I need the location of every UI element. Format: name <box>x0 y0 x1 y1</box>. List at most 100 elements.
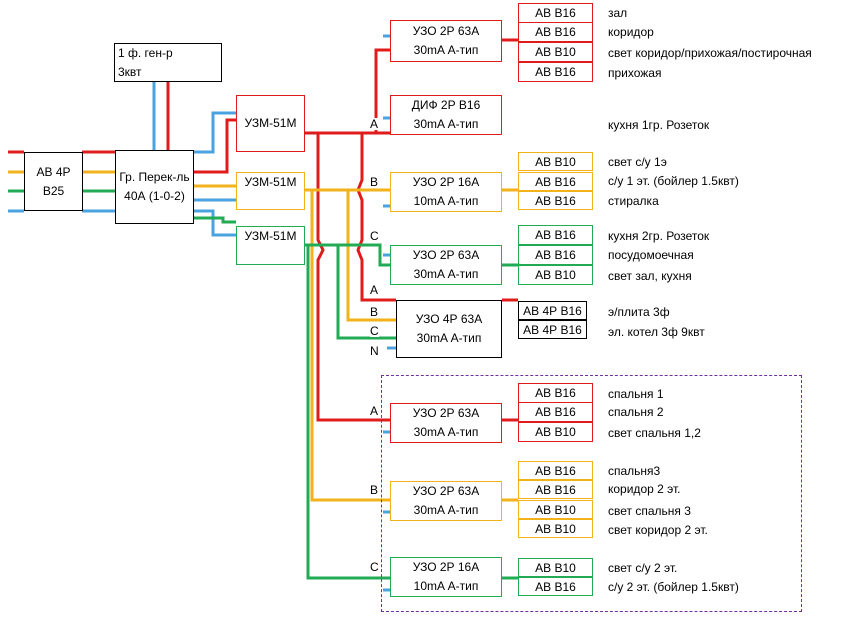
rcd-d5-4pole: УЗО 4Р 63А 30mA А-тип <box>396 300 502 358</box>
rcd-d6-line2: 30mA А-тип <box>413 425 479 439</box>
rcd-d7-line2: 30mA А-тип <box>413 503 479 517</box>
breaker-g5-2: АВ 4Р В16 <box>518 320 587 339</box>
breaker-g7-4: АВ В10 <box>518 519 593 538</box>
generator-line2: 3квт <box>118 64 142 79</box>
breaker-g6-2: АВ В16 <box>518 402 593 422</box>
voltage-relay-top-label: УЗМ-51М <box>244 116 297 130</box>
circuit-label-g3-1: свет с/у 1э <box>608 155 667 169</box>
breaker-g5-1: АВ 4Р В16 <box>518 301 587 320</box>
phase-letter-b3: B <box>370 483 379 497</box>
rcd-d6-line1: УЗО 2Р 63А <box>412 406 480 420</box>
input-breaker-line1: АВ 4Р <box>36 164 71 179</box>
breaker-g1-3: АВ В10 <box>518 42 593 62</box>
rcd-d4-line2: 30mA А-тип <box>413 267 479 281</box>
breaker-g1-2: АВ В16 <box>518 22 593 42</box>
circuit-label-g3-3: стиралка <box>608 194 659 208</box>
circuit-label-g7-4: свет коридор 2 эт. <box>608 523 708 537</box>
voltage-relay-top: УЗМ-51М <box>236 95 305 152</box>
circuit-label-g1-2: коридор <box>608 25 654 39</box>
breaker-g3-3: АВ В16 <box>518 191 593 210</box>
rcd-d4: УЗО 2Р 63А 30mA А-тип <box>390 245 502 285</box>
circuit-label-g2-1: кухня 1гр. Розеток <box>608 118 710 132</box>
rcd-d1-line2: 30mA А-тип <box>413 43 479 57</box>
breaker-g1-4: АВ В16 <box>518 62 593 82</box>
rcd-d3-line2: 10mA А-тип <box>413 194 479 208</box>
phase-letter-a3: A <box>370 404 379 418</box>
circuit-label-g3-2: с/у 1 эт. (бойлер 1.5квт) <box>608 174 739 188</box>
wire-sw-uzm1-n <box>193 111 236 154</box>
rcd-d1: УЗО 2Р 63А 30mA А-тип <box>390 20 502 62</box>
rcd-d7: УЗО 2Р 63А 30mA А-тип <box>390 481 502 521</box>
rcbo-d2-line2: 30mA А-тип <box>413 117 479 131</box>
phase-letter-b1: B <box>370 175 379 189</box>
circuit-label-g6-1: спальня 1 <box>608 387 664 401</box>
neutral-stubs <box>383 34 396 592</box>
rcd-d7-line1: УЗО 2Р 63А <box>412 484 480 498</box>
circuit-label-g6-2: спальня 2 <box>608 405 664 419</box>
voltage-relay-mid: УЗМ-51М <box>236 172 305 210</box>
circuit-label-g4-1: кухня 2гр. Розеток <box>608 229 710 243</box>
breaker-g7-2: АВ В16 <box>518 480 593 499</box>
phase-letter-b2: B <box>370 305 379 319</box>
phase-letter-c3: C <box>370 560 379 574</box>
circuit-label-g1-3: свет коридор/прихожая/постирочная <box>608 46 812 60</box>
rcbo-d2-line1: ДИФ 2Р В16 <box>411 98 481 112</box>
input-breaker: АВ 4Р В25 <box>24 152 83 211</box>
wire-c-d5 <box>336 245 396 340</box>
breaker-g7-3: АВ В10 <box>518 500 593 519</box>
switch-line1: Гр. Перек-ль <box>119 170 190 184</box>
phase-letter-n: N <box>370 344 379 358</box>
rcd-d1-line1: УЗО 2Р 63А <box>412 24 480 38</box>
breaker-g7-1: АВ В16 <box>518 461 593 480</box>
rcbo-d2: ДИФ 2Р В16 30mA А-тип <box>390 95 502 135</box>
phase-letter-a2: A <box>370 283 379 297</box>
wire-c-d4 <box>305 243 390 267</box>
circuit-label-g8-2: с/у 2 эт. (бойлер 1.5квт) <box>608 580 739 594</box>
circuit-label-g7-2: коридор 2 эт. <box>608 482 681 496</box>
wire-b-d5 <box>346 190 396 322</box>
wire-a-d6 <box>305 131 390 422</box>
second-floor-group-frame <box>381 375 802 612</box>
wire-a-d1 <box>305 48 390 135</box>
circuit-label-g6-3: свет спальня 1,2 <box>608 426 701 440</box>
breaker-g6-1: АВ В16 <box>518 383 593 403</box>
wire-b-d7 <box>310 190 390 502</box>
wire-sw-uzm1-l <box>193 118 236 174</box>
voltage-relay-mid-label: УЗМ-51М <box>244 175 297 189</box>
rcd-d5-line2: 30mA А-тип <box>416 331 482 345</box>
wire-sw-uzm3-l <box>193 216 236 224</box>
breaker-g1-1: АВ В16 <box>518 3 593 23</box>
breaker-g3-1: АВ В10 <box>518 152 593 171</box>
circuit-label-g4-2: посудомоечная <box>608 248 694 262</box>
breaker-g8-2: АВ В16 <box>518 577 593 596</box>
breaker-g4-2: АВ В16 <box>518 245 593 265</box>
voltage-relay-bottom: УЗМ-51М <box>236 226 305 265</box>
rcd-d3: УЗО 2Р 16А 10mA А-тип <box>390 172 502 212</box>
phase-letter-c1: C <box>370 229 379 243</box>
rcd-d3-line1: УЗО 2Р 16А <box>412 175 480 189</box>
rcd-d8: УЗО 2Р 16А 10mA А-тип <box>390 557 502 597</box>
rcd-d8-line2: 10mA А-тип <box>413 579 479 593</box>
input-breaker-line2: В25 <box>42 183 65 198</box>
changeover-switch: Гр. Перек-ль 40А (1-0-2) <box>115 150 194 224</box>
rcd-d4-line1: УЗО 2Р 63А <box>412 248 480 262</box>
wire-c-d8 <box>306 245 390 580</box>
breaker-g8-1: АВ В10 <box>518 558 593 577</box>
circuit-label-g5-2: эл. котел 3ф 9квт <box>608 325 705 339</box>
breaker-g4-3: АВ В10 <box>518 265 593 285</box>
phase-letter-c2: C <box>370 324 379 338</box>
voltage-relay-bottom-label: УЗМ-51М <box>244 229 297 243</box>
circuit-label-g7-3: свет спальня 3 <box>608 504 691 518</box>
circuit-label-g1-4: прихожая <box>608 66 662 80</box>
generator: 1 ф. ген-р 3квт <box>114 43 222 82</box>
rcd-d5-line1: УЗО 4Р 63А <box>415 312 483 326</box>
wire-sw-uzm3-n <box>193 209 236 237</box>
rcd-d6: УЗО 2Р 63А 30mA А-тип <box>390 403 502 443</box>
generator-line1: 1 ф. ген-р <box>118 45 173 60</box>
circuit-label-g5-1: э/плита 3ф <box>608 305 670 319</box>
breaker-g4-1: АВ В16 <box>518 225 593 245</box>
circuit-label-g8-1: свет с/у 2 эт. <box>608 561 678 575</box>
phase-letter-a1: A <box>370 117 379 131</box>
